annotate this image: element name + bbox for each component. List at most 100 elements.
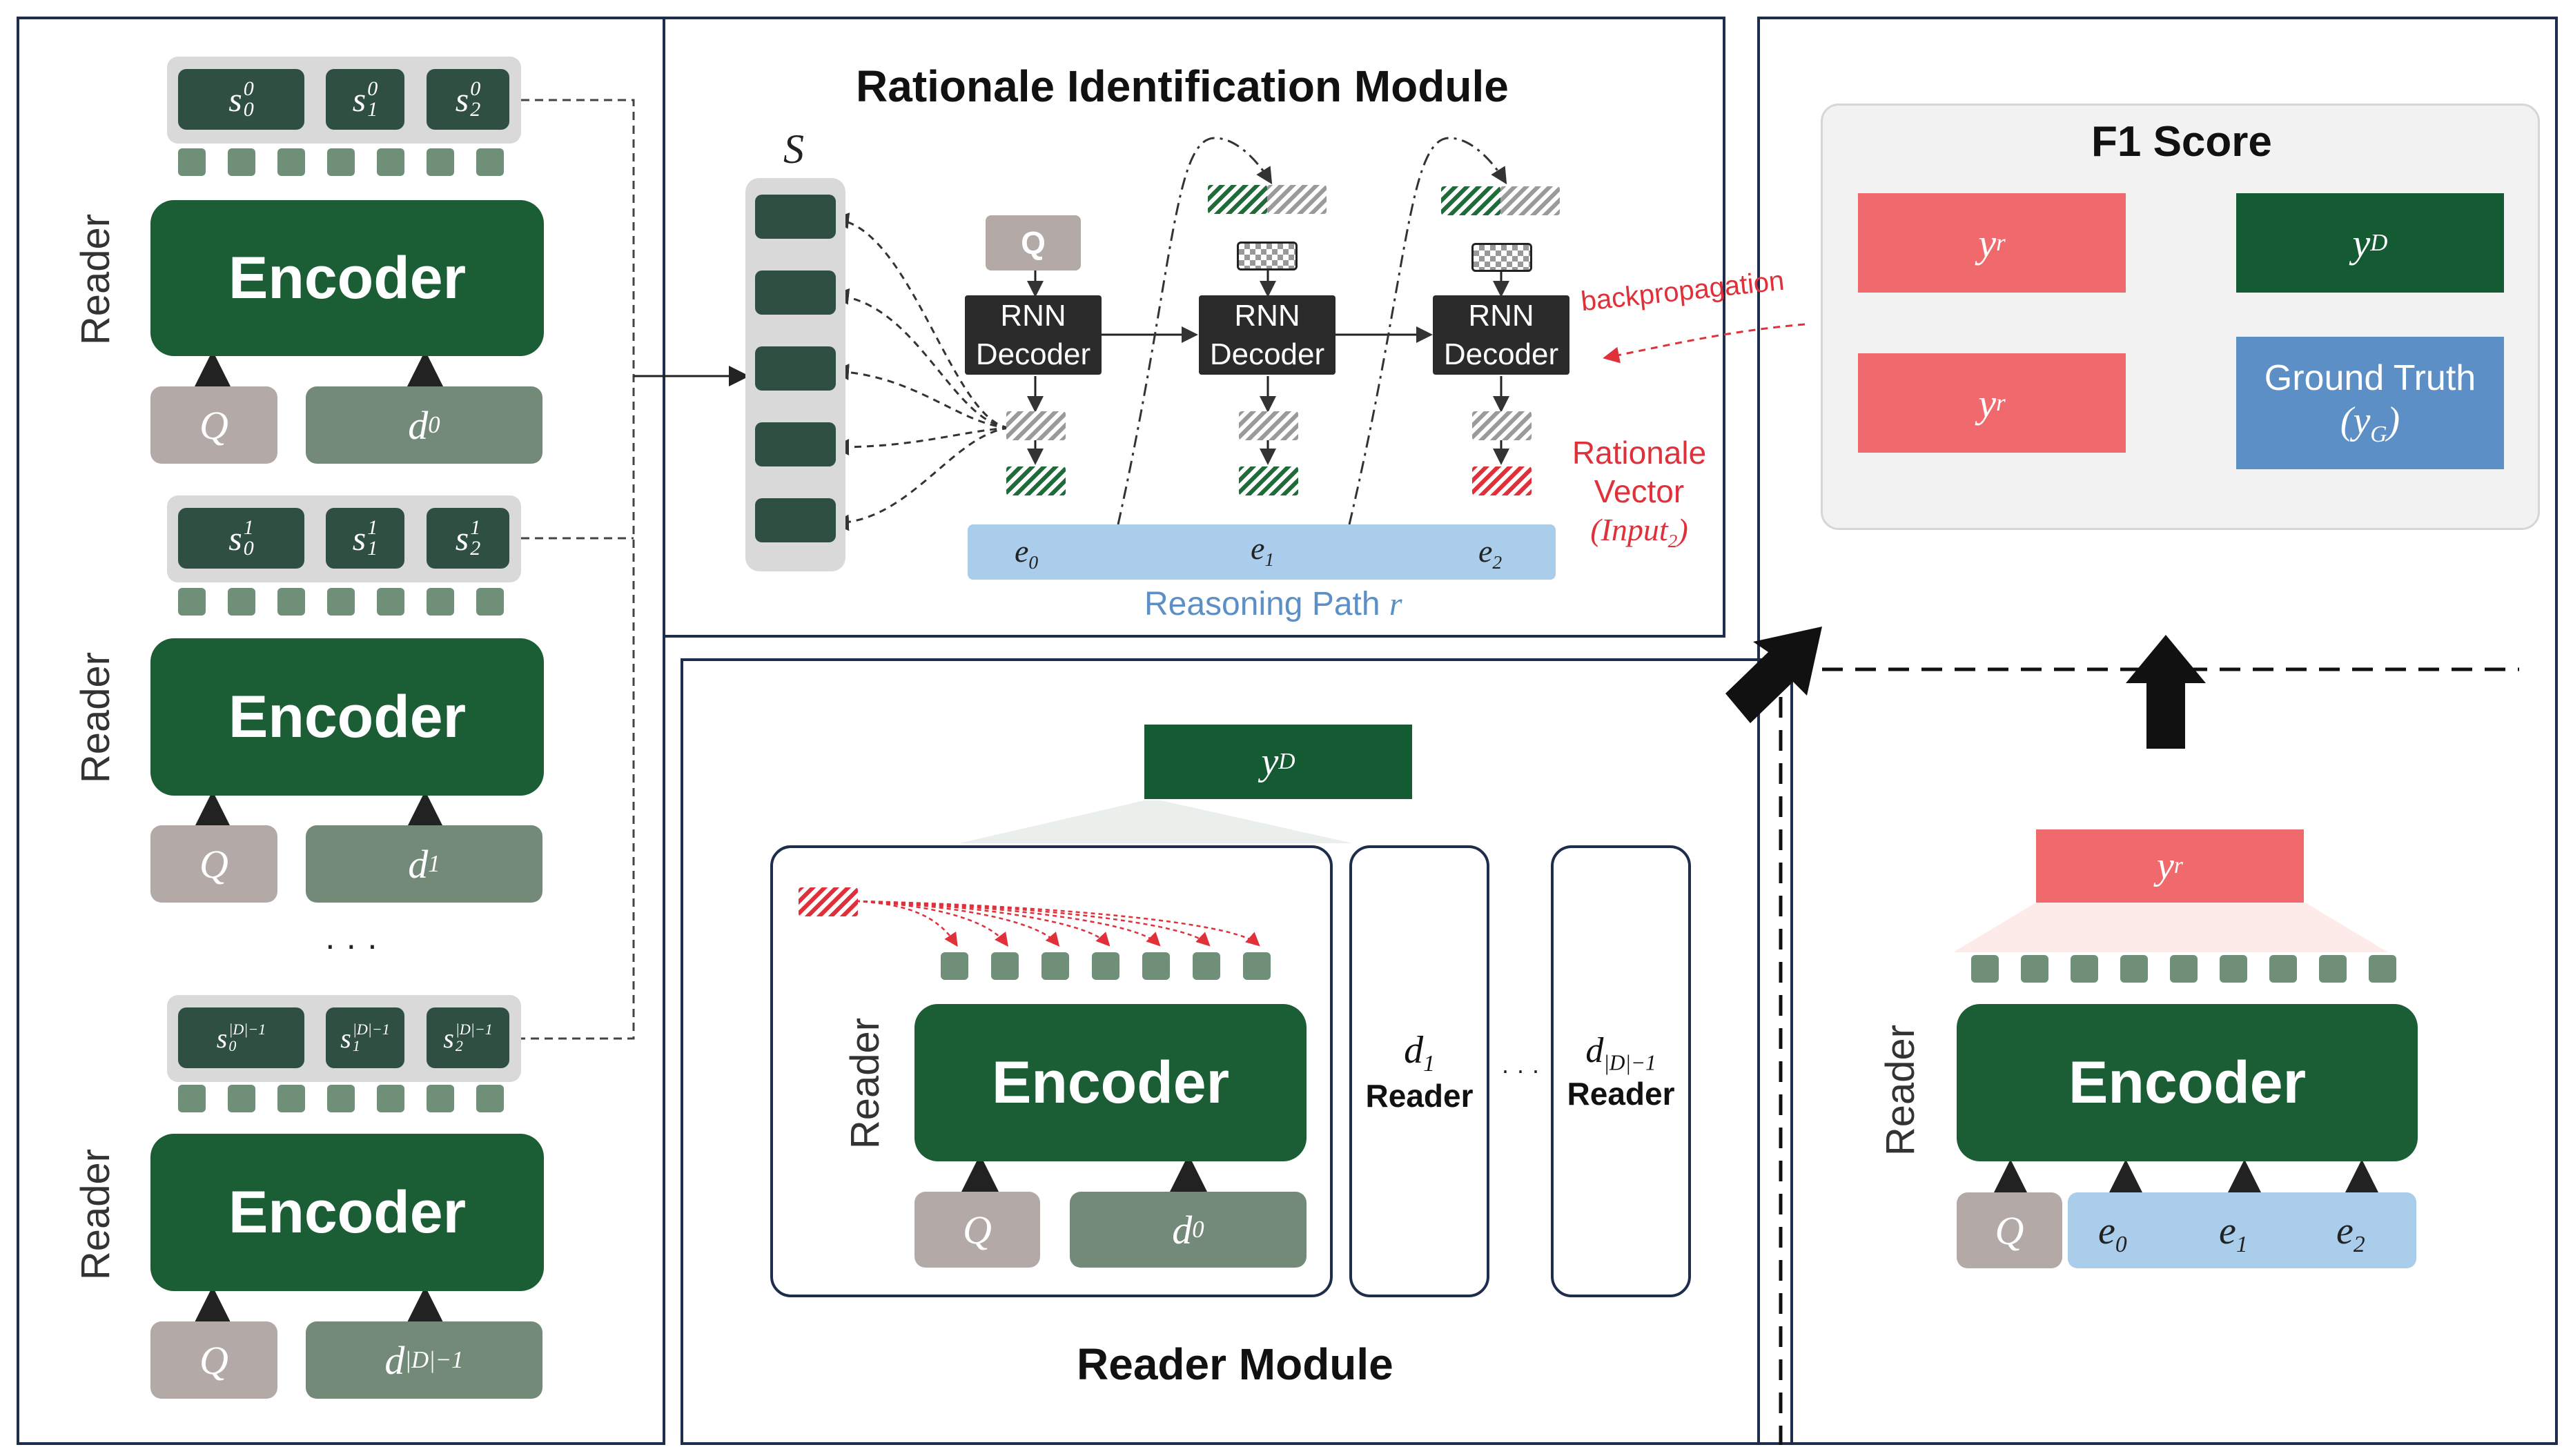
reader-label: Reader [73, 1148, 118, 1281]
reader-module-panel [681, 658, 1793, 1445]
query-box: Q [150, 386, 277, 464]
left-strip-mask [1727, 17, 1757, 19]
token [178, 148, 206, 176]
hatch-grey [1472, 411, 1532, 440]
query-box: Q [150, 825, 277, 903]
token [476, 588, 504, 616]
token [427, 1085, 454, 1112]
token [377, 588, 404, 616]
token [1971, 955, 1999, 983]
rationale-module-title: Rationale Identification Module [856, 61, 1509, 111]
reader-d1-column: d1 Reader [1349, 845, 1489, 1297]
rationale-vector-label: Rationale Vector (Input2) [1572, 435, 1707, 552]
set-item [755, 270, 836, 315]
token [2269, 955, 2297, 983]
encoder-block: Encoder [150, 200, 544, 356]
evidence-bar [2068, 1192, 2416, 1268]
token [2369, 955, 2396, 983]
token [1243, 952, 1271, 980]
encoder-block: Encoder [1957, 1004, 2418, 1161]
token [2120, 955, 2148, 983]
reader-d0-frame [770, 845, 1333, 1297]
token [2319, 955, 2347, 983]
token [427, 588, 454, 616]
evidence-label: e2 [2336, 1210, 2365, 1258]
token [476, 148, 504, 176]
reader-dlast-column: d|D|−1 Reader [1551, 845, 1691, 1297]
evidence-label: e1 [1251, 531, 1275, 571]
token [228, 1085, 255, 1112]
hatch-green [1441, 186, 1500, 215]
reader-module-title: Reader Module [1077, 1339, 1393, 1389]
set-item [755, 346, 836, 391]
token [2170, 955, 2198, 983]
evidence-label: e0 [1015, 533, 1039, 573]
hatch-grey [1006, 411, 1066, 440]
reader-label: Reader [843, 1017, 888, 1150]
reader-label: Reader [73, 213, 118, 346]
token [327, 588, 355, 616]
token [178, 1085, 206, 1112]
hatch-grey [1267, 185, 1327, 214]
token [228, 588, 255, 616]
reasoning-path-bar [968, 524, 1556, 580]
rationale-module-panel [663, 17, 1725, 638]
token [1041, 952, 1069, 980]
token [377, 148, 404, 176]
ellipsis: · · · [324, 925, 378, 964]
token [377, 1085, 404, 1112]
right-panel [1757, 17, 2558, 1445]
hatch-grey [1500, 186, 1560, 215]
hatch-green [1239, 466, 1298, 495]
token [277, 148, 305, 176]
query-box: Q [1957, 1192, 2062, 1268]
token [277, 588, 305, 616]
encoder-block: Encoder [150, 1134, 544, 1291]
set-item [755, 498, 836, 542]
token [427, 148, 454, 176]
token [228, 148, 255, 176]
token [1092, 952, 1119, 980]
set-item [755, 422, 836, 466]
decoder-query-box: Q [986, 215, 1081, 270]
checker-block [1237, 242, 1298, 270]
token [178, 588, 206, 616]
hatch-red [1472, 466, 1532, 495]
hatch-green [1006, 466, 1066, 495]
token [1142, 952, 1170, 980]
token [2021, 955, 2048, 983]
encoder-block: Encoder [150, 638, 544, 796]
set-label: S [783, 126, 804, 172]
token [2220, 955, 2247, 983]
encoder-block: Encoder [914, 1004, 1307, 1161]
checker-block [1471, 243, 1532, 272]
left-readers-panel [17, 17, 665, 1445]
token [991, 952, 1019, 980]
hatch-green [1208, 185, 1267, 214]
token [327, 1085, 355, 1112]
token [2071, 955, 2098, 983]
document-box: d|D|−1 [306, 1321, 542, 1399]
reader-label: Reader [73, 651, 118, 784]
evidence-label: e1 [2219, 1210, 2248, 1258]
f1-score-title: F1 Score [2091, 118, 2272, 166]
hatch-red [799, 887, 858, 916]
reader-label: Reader [1878, 1024, 1923, 1157]
ellipsis: · · · [1501, 1056, 1540, 1084]
hatch-grey [1239, 411, 1298, 440]
query-box: Q [150, 1321, 277, 1399]
evidence-label: e2 [1478, 533, 1503, 573]
